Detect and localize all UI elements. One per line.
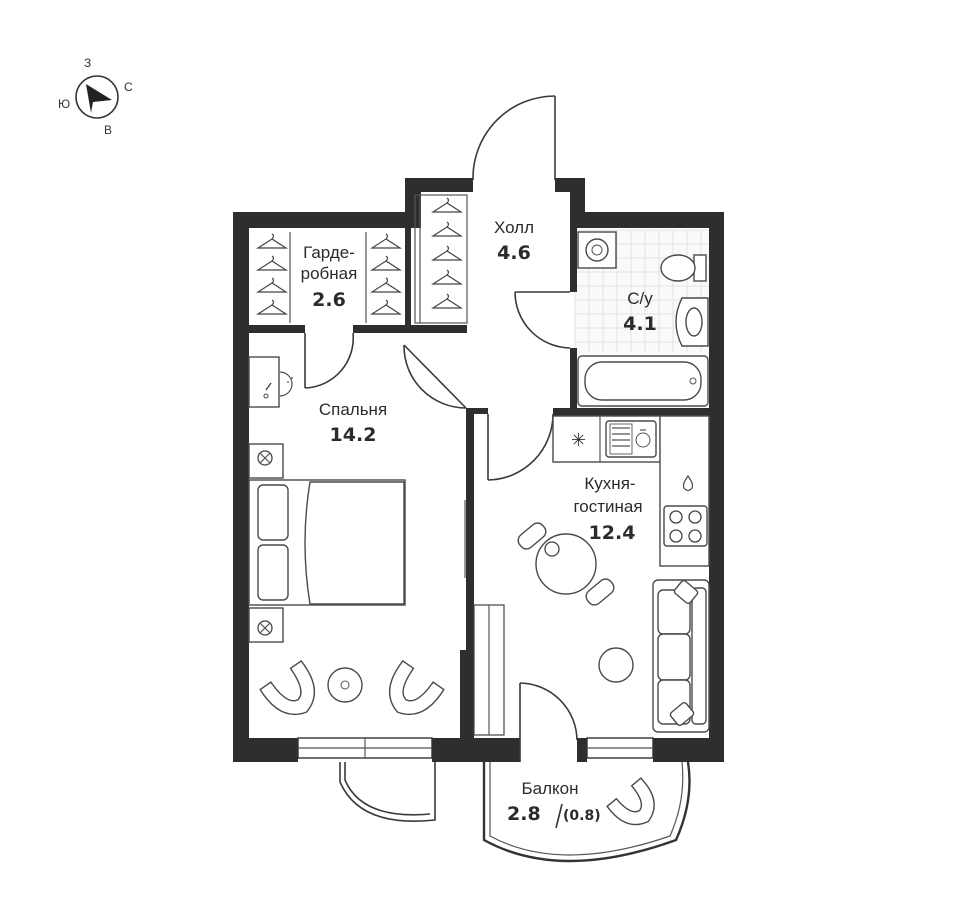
compass-ring [75,75,119,119]
kitchen-area: 12.4 [589,522,636,544]
room-labels: Холл 4.6 Гарде- робная 2.6 С/у 4.1 Спаль… [301,218,657,829]
hanger-icon [369,255,403,271]
bathtub-icon [577,355,709,407]
hanger-icon [430,269,464,285]
armchair-left [259,659,315,716]
kitchen-name-1: Кухня- [584,474,635,493]
hanger-icon [430,221,464,237]
sink-icon [675,297,709,347]
hanger-icon [255,233,289,249]
hall-name: Холл [494,218,534,237]
balcony-name: Балкон [521,779,578,798]
hanger-icon [369,299,403,315]
hall-area: 4.6 [497,242,531,264]
hanger-icon [369,233,403,249]
compass-label-w: Ю [58,97,70,111]
balcony [339,761,691,863]
windows [297,737,654,759]
compass-arrow-icon [86,84,112,113]
bedroom-name: Спальня [319,400,387,419]
kitchen-name-2: гостиная [573,497,642,516]
dining-table [517,522,615,606]
compass-label-e: С [124,80,133,94]
hanger-icon [255,299,289,315]
fridge-icon: ✳ [571,430,586,451]
hanger-icon [430,245,464,261]
hanger-icon [255,277,289,293]
kitchen-sink-icon [605,420,657,458]
compass: З С В Ю [58,56,133,137]
nightstand-top [248,443,284,479]
armchair-right [389,659,445,716]
bathroom-name: С/у [627,289,653,308]
hanger-icon [430,293,464,309]
bedroom-furniture [248,356,445,716]
water-drop-icon [682,474,694,492]
wardrobe-area: 2.6 [312,289,346,311]
walls [233,178,724,762]
balcony-armchair [606,777,655,826]
bathroom-fixtures [577,231,709,407]
balcony-area: 2.8 [507,803,541,825]
balcony-area-reduced: (0.8) [563,808,601,824]
sofa [652,579,710,733]
stove-icon [663,505,708,547]
wardrobe-name-1: Гарде- [303,243,355,262]
compass-label-s: В [104,123,112,137]
balcony-slash [555,803,563,829]
hanger-icon [430,197,464,213]
wardrobe-name-2: робная [301,264,358,283]
doors [304,95,578,762]
bathroom-area: 4.1 [623,313,657,335]
kitchen-furniture: ✳ [517,415,710,733]
compass-label-n: З [84,56,91,70]
coffee-table [598,647,634,683]
bedroom-area: 14.2 [330,424,377,446]
bed [248,479,406,606]
wardrobe-hangers [255,197,464,315]
hanger-icon [369,277,403,293]
nightstand-bottom [248,607,284,643]
toilet-icon [660,254,707,282]
hanger-icon [255,255,289,271]
